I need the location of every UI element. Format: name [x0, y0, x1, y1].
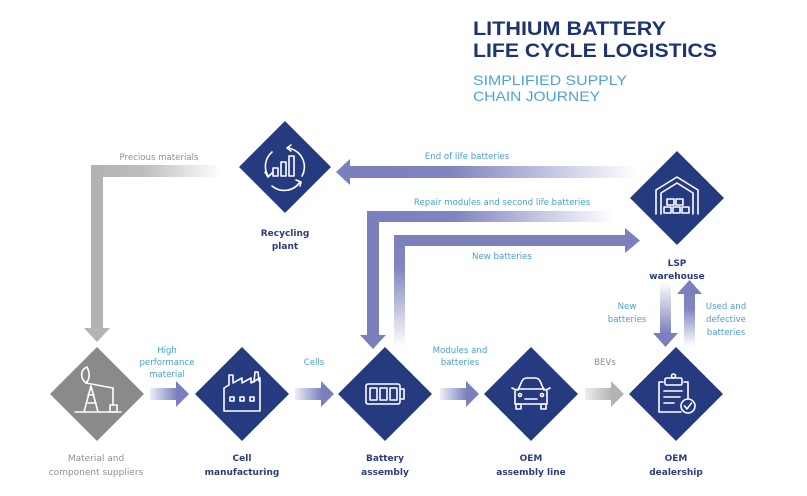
arrow-new-batteries-to-lsp — [394, 228, 640, 347]
flow-label-bevs: BEVs — [594, 358, 616, 368]
recycling-chart-icon — [264, 144, 306, 192]
node-material-suppliers — [50, 347, 144, 441]
node-cell-manufacturing — [195, 347, 289, 441]
node-label-battery-1: Battery — [366, 454, 404, 464]
flow-label-modules-1: Modules and — [433, 346, 488, 356]
arrow-precious-materials — [84, 165, 221, 342]
arrow-cells — [295, 381, 334, 407]
oil-pump-icon — [74, 366, 122, 413]
node-label-material-1: Material and — [68, 454, 124, 464]
title-block: LITHIUM BATTERY LIFE CYCLE LOGISTICS SIM… — [473, 19, 717, 104]
subtitle-line-1: SIMPLIFIED SUPPLY — [473, 72, 628, 88]
clipboard-check-icon — [658, 373, 696, 414]
flow-label-used-defective-3: batteries — [707, 328, 746, 338]
flow-label-new-batteries-to-lsp: New batteries — [472, 252, 532, 262]
flow-label-high-performance-1: High — [157, 346, 177, 356]
subtitle-line-2: CHAIN JOURNEY — [473, 88, 601, 104]
flow-label-new-batteries-to-dealer-1: New — [618, 302, 637, 312]
arrow-new-batteries-to-dealer — [653, 282, 678, 347]
car-icon — [511, 377, 551, 410]
flow-label-used-defective-2: defective — [706, 315, 746, 325]
arrow-bevs — [585, 381, 624, 407]
flow-label-repair-modules: Repair modules and second life batteries — [414, 198, 591, 208]
node-battery-assembly — [338, 347, 432, 441]
node-label-material-2: component suppliers — [49, 468, 144, 478]
flow-label-high-performance-3: material — [149, 370, 185, 380]
arrow-modules — [440, 381, 479, 407]
flow-label-cells: Cells — [304, 358, 325, 368]
node-label-oem-assembly-1: OEM — [520, 454, 543, 464]
arrow-end-of-life — [336, 159, 637, 185]
node-label-oem-assembly-2: assembly line — [496, 468, 565, 478]
node-label-cell-1: Cell — [233, 454, 252, 464]
factory-icon — [223, 371, 261, 412]
node-label-recycling-1: Recycling — [261, 229, 310, 239]
node-label-lsp-1: LSP — [668, 259, 687, 269]
flow-label-high-performance-2: performance — [139, 358, 194, 368]
node-oem-dealership — [629, 347, 723, 441]
title-line-2: LIFE CYCLE LOGISTICS — [473, 41, 717, 62]
battery-icon — [365, 383, 405, 405]
node-recycling-plant — [239, 121, 331, 213]
flow-label-used-defective-1: Used and — [706, 302, 746, 312]
arrow-used-defective — [677, 280, 702, 346]
node-label-dealership-1: OEM — [665, 454, 688, 464]
flow-label-precious-materials: Precious materials — [119, 153, 199, 163]
title-line-1: LITHIUM BATTERY — [473, 19, 666, 40]
arrow-high-performance — [150, 381, 189, 407]
node-label-cell-2: manufacturing — [205, 468, 280, 478]
arrow-repair-modules — [360, 211, 613, 349]
node-label-lsp-2: warehouse — [649, 272, 704, 282]
flow-label-end-of-life: End of life batteries — [425, 152, 510, 162]
warehouse-icon — [655, 176, 699, 215]
node-oem-assembly-line — [484, 347, 578, 441]
node-lsp-warehouse — [630, 151, 724, 245]
node-label-battery-2: assembly — [361, 468, 409, 478]
flow-label-modules-2: batteries — [441, 358, 480, 368]
node-label-recycling-2: plant — [272, 242, 299, 252]
flow-label-new-batteries-to-dealer-2: batteries — [608, 315, 647, 325]
node-label-dealership-2: dealership — [649, 468, 703, 478]
